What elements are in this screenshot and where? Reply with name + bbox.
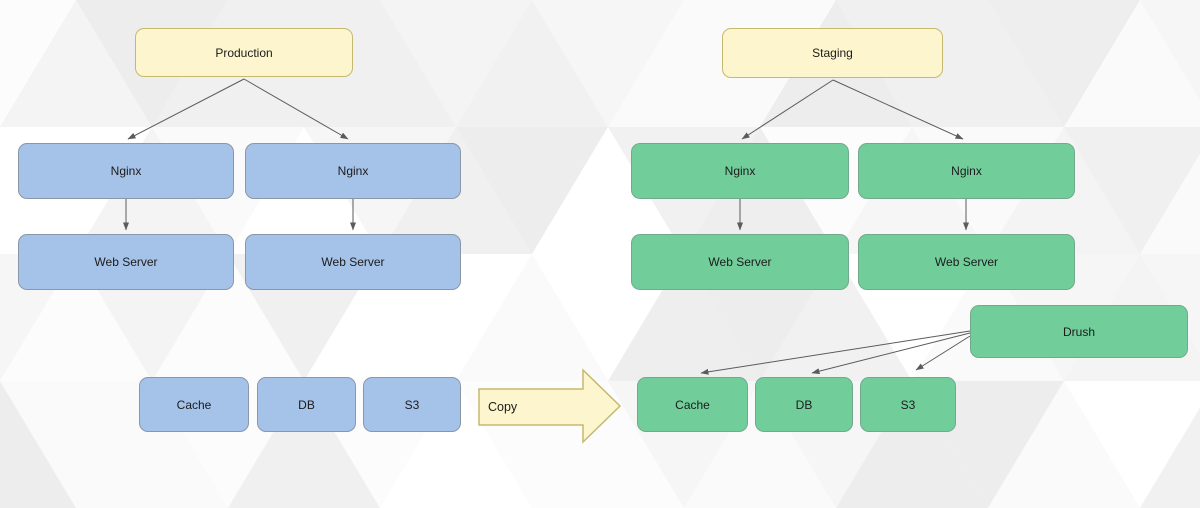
connector-staging-nginx2 bbox=[832, 79, 964, 140]
node-prod-db: DB bbox=[257, 377, 356, 432]
node-production: Production bbox=[135, 28, 353, 77]
node-prod-cache: Cache bbox=[139, 377, 249, 432]
copy-arrow-label: Copy bbox=[488, 400, 518, 414]
node-stage-nginx-2: Nginx bbox=[858, 143, 1075, 199]
node-prod-nginx-2: Nginx bbox=[245, 143, 461, 199]
connector-staging-nginx1 bbox=[741, 79, 834, 140]
node-stage-nginx-1: Nginx bbox=[631, 143, 849, 199]
node-stage-cache: Cache bbox=[637, 377, 748, 432]
node-stage-db: DB bbox=[755, 377, 853, 432]
connector-drush-cache bbox=[700, 330, 971, 375]
node-stage-webserver-1: Web Server bbox=[631, 234, 849, 290]
node-drush: Drush bbox=[970, 305, 1188, 358]
connector-drush-s3 bbox=[915, 335, 971, 371]
connector-drush-db bbox=[811, 332, 971, 375]
node-prod-s3: S3 bbox=[363, 377, 461, 432]
node-stage-s3: S3 bbox=[860, 377, 956, 432]
node-prod-webserver-2: Web Server bbox=[245, 234, 461, 290]
node-staging: Staging bbox=[722, 28, 943, 78]
connector-production-nginx2 bbox=[243, 78, 349, 140]
node-prod-webserver-1: Web Server bbox=[18, 234, 234, 290]
node-prod-nginx-1: Nginx bbox=[18, 143, 234, 199]
node-stage-webserver-2: Web Server bbox=[858, 234, 1075, 290]
connector-production-nginx1 bbox=[127, 78, 245, 140]
